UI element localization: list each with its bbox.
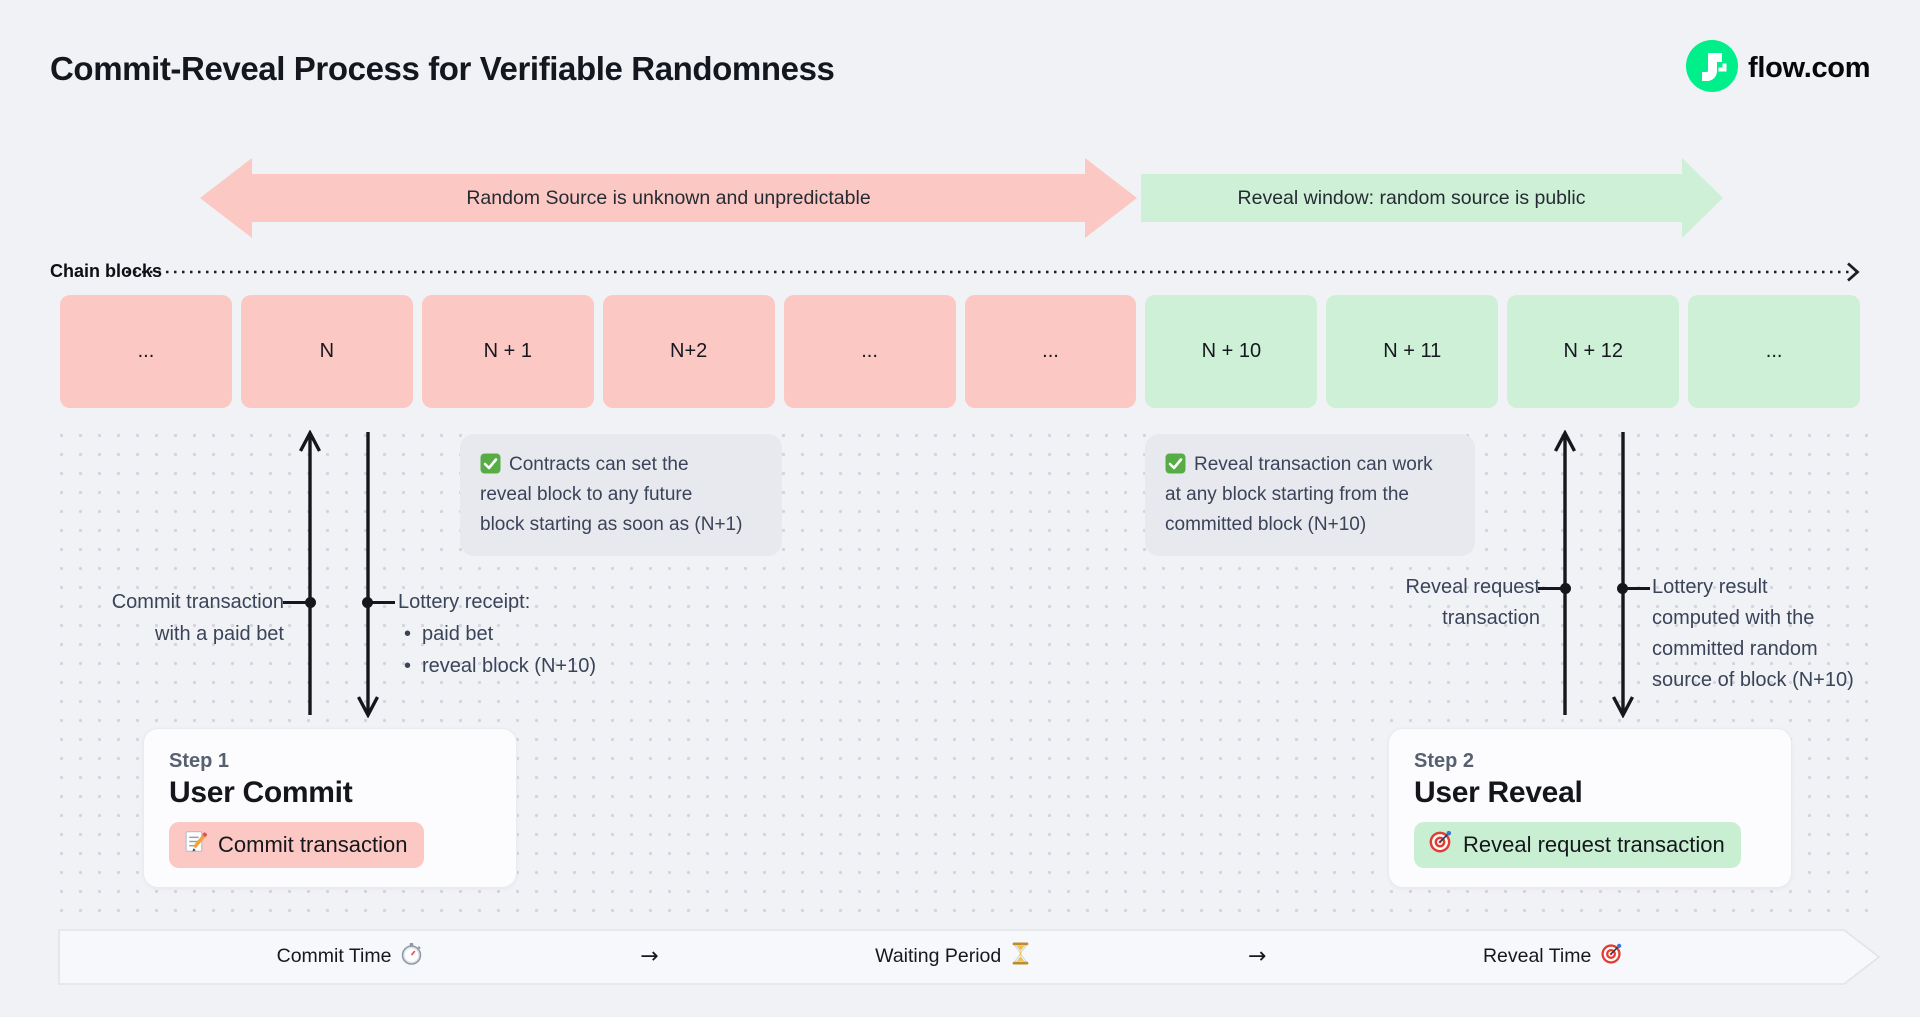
- step1-card: Step 1 User Commit Commit transaction: [143, 728, 517, 888]
- result-connector-line: [1621, 587, 1650, 590]
- check-icon: [1165, 453, 1186, 474]
- receipt-down-arrow: [354, 432, 382, 723]
- step2-pill-label: Reveal request transaction: [1463, 831, 1725, 857]
- reveal-window-arrow: Reveal window: random source is public: [1141, 158, 1723, 238]
- timeline-items: Commit Time → Waiting Period: [60, 930, 1840, 982]
- brand: flow.com: [1686, 40, 1871, 97]
- result-connector-dot: [1617, 583, 1628, 594]
- flow-logo-icon: [1686, 40, 1738, 97]
- step1-title: User Commit: [169, 776, 353, 809]
- commit-note: Contracts can set the reveal block to an…: [460, 434, 782, 556]
- timeline-reveal-time: Reveal Time: [1483, 942, 1623, 971]
- note-line: Reveal transaction can work: [1194, 454, 1433, 475]
- brand-name: flow.com: [1748, 52, 1871, 84]
- step2-card: Step 2 User Reveal Reveal request transa…: [1388, 728, 1792, 888]
- arrow-right-head: [1682, 158, 1723, 238]
- commit-connector-dot: [305, 597, 316, 608]
- stopwatch-icon: [400, 942, 423, 971]
- chain-block: ...: [60, 295, 232, 408]
- note-line: reveal block to any future: [480, 484, 693, 505]
- step2-title: User Reveal: [1414, 776, 1583, 809]
- commit-transaction-label: Commit transaction with a paid bet: [111, 591, 284, 645]
- memo-icon: [183, 829, 208, 860]
- chain-block: ...: [1688, 295, 1861, 408]
- target-icon: [1428, 829, 1453, 860]
- step1-pill-label: Commit transaction: [218, 831, 408, 857]
- reveal-note: Reveal transaction can work at any block…: [1145, 434, 1475, 556]
- timeline-arrow-glyph: →: [1247, 943, 1267, 969]
- step2-eyebrow: Step 2: [1414, 750, 1475, 772]
- chain-timeline-dotted-arrow: [126, 261, 1868, 288]
- target-icon: [1600, 942, 1623, 971]
- receipt-item: •reveal block (N+10): [404, 655, 596, 677]
- lottery-result-label: Lottery result computed with the committ…: [1652, 576, 1854, 691]
- arrow-left-head: [200, 158, 252, 238]
- note-line: Contracts can set the: [509, 454, 689, 475]
- commit-transaction-pill: Commit transaction: [169, 822, 424, 868]
- chain-block: N + 1: [421, 295, 594, 408]
- chain-block: N: [240, 295, 413, 408]
- reveal-request-pill: Reveal request transaction: [1414, 822, 1741, 868]
- note-line: committed block (N+10): [1165, 514, 1367, 535]
- note-line: at any block starting from the: [1165, 484, 1409, 505]
- reveal-up-arrow: [1551, 429, 1579, 721]
- commit-up-arrow: [296, 429, 324, 721]
- commit-connector-line: [283, 601, 312, 604]
- chain-block: ...: [964, 295, 1137, 408]
- step1-eyebrow: Step 1: [169, 750, 230, 772]
- timeline-commit-time: Commit Time: [277, 942, 424, 971]
- page-title: Commit-Reveal Process for Verifiable Ran…: [50, 50, 835, 87]
- chain-blocks-row: ... N N + 1 N+2 ... ... N + 10 N + 11 N …: [60, 295, 1861, 408]
- reveal-window-label: Reveal window: random source is public: [1141, 174, 1682, 222]
- check-icon: [480, 453, 501, 474]
- receipt-connector-line: [366, 601, 395, 604]
- unpredictable-phase-label: Random Source is unknown and unpredictab…: [252, 174, 1085, 222]
- receipt-item: •paid bet: [404, 623, 494, 645]
- chain-block: N + 12: [1507, 295, 1680, 408]
- lottery-receipt-label: Lottery receipt: •paid bet •reveal block…: [398, 586, 596, 682]
- reveal-request-label: Reveal request transaction: [1405, 576, 1540, 629]
- arrow-right-head: [1085, 158, 1137, 238]
- result-down-arrow: [1609, 432, 1637, 723]
- unpredictable-phase-arrow: Random Source is unknown and unpredictab…: [200, 158, 1137, 238]
- chain-blocks-label: Chain blocks: [50, 261, 163, 281]
- timeline-arrow-glyph: →: [640, 943, 659, 969]
- reveal-connector-dot: [1560, 583, 1571, 594]
- chain-block: ...: [783, 295, 956, 408]
- timeline-waiting-period: Waiting Period: [875, 942, 1031, 971]
- receipt-title: Lottery receipt:: [398, 591, 531, 613]
- reveal-connector-line: [1538, 587, 1567, 590]
- hourglass-icon: [1010, 942, 1031, 971]
- chain-block: N+2: [602, 295, 775, 408]
- chain-block: N + 11: [1326, 295, 1499, 408]
- note-line: block starting as soon as (N+1): [480, 514, 743, 535]
- timeline-arrow-bar: [58, 928, 1888, 991]
- chain-block: N + 10: [1145, 295, 1318, 408]
- receipt-connector-dot: [362, 597, 373, 608]
